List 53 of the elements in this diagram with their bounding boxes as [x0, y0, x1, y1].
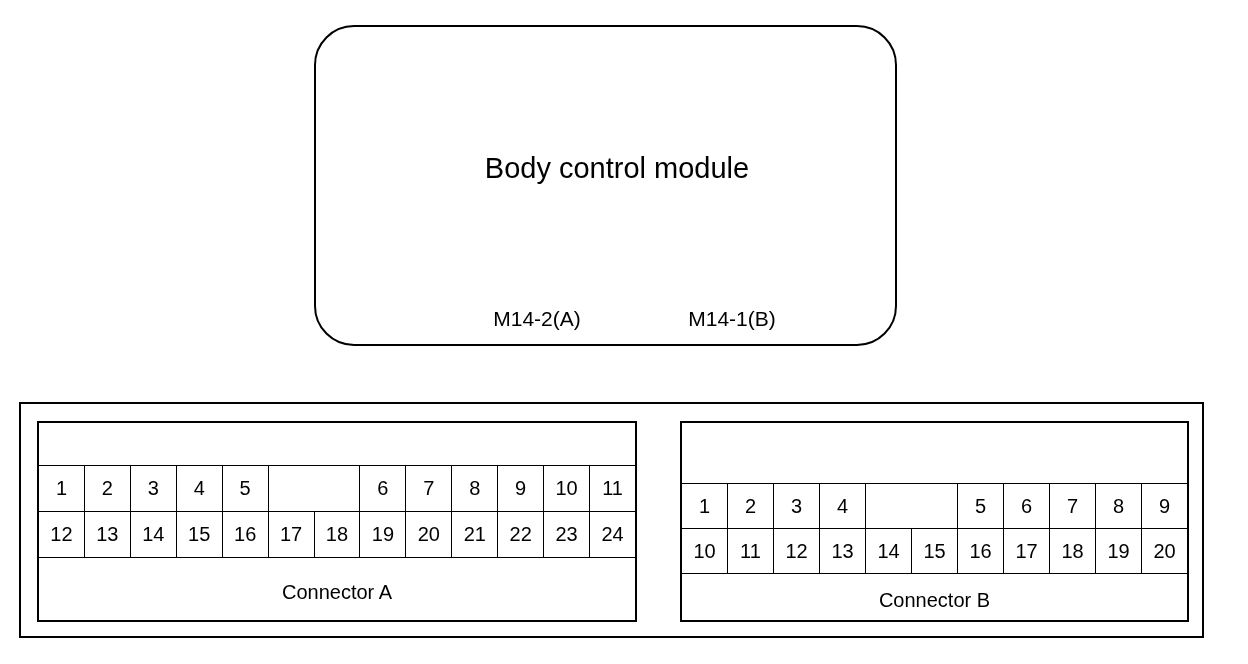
pin-cell: 5 — [222, 466, 268, 511]
connector-box — [37, 421, 637, 622]
pin-cell: 15 — [176, 512, 222, 557]
connector-frame — [19, 402, 1204, 638]
pin-cell: 13 — [820, 529, 865, 573]
pin-cell: 2 — [728, 484, 773, 528]
pin-cell: 22 — [498, 512, 544, 557]
connector-id: M14-1(B) — [688, 307, 776, 331]
pin-cell: 17 — [268, 512, 314, 557]
pin-cell: 18 — [314, 512, 360, 557]
pin-cell: 12 — [774, 529, 819, 573]
pin-cell: 8 — [1096, 484, 1141, 528]
pin-cell: 1 — [682, 484, 727, 528]
pin-cell: 4 — [820, 484, 865, 528]
pin-cell: 16 — [222, 512, 268, 557]
pin-cell: 11 — [728, 529, 773, 573]
pin-cell: 10 — [682, 529, 727, 573]
pin-cell: 14 — [130, 512, 176, 557]
pin-cell: 21 — [452, 512, 498, 557]
pin-cell: 5 — [958, 484, 1003, 528]
pin-cell: 10 — [544, 466, 590, 511]
pin-cell: 6 — [1004, 484, 1049, 528]
pin-cell: 14 — [866, 529, 911, 573]
pin-cell: 3 — [774, 484, 819, 528]
pin-cell: 23 — [544, 512, 590, 557]
pin-cell: 19 — [1096, 529, 1141, 573]
pin-cell: 16 — [958, 529, 1003, 573]
pin-cell: 1 — [39, 466, 84, 511]
module-box — [314, 25, 897, 346]
pin-cell: 13 — [84, 512, 130, 557]
pin-cell: 9 — [1142, 484, 1187, 528]
pin-cell: 4 — [176, 466, 222, 511]
pin-cell: 18 — [1050, 529, 1095, 573]
pin-cell: 7 — [1050, 484, 1095, 528]
connector-label: Connector B — [878, 589, 991, 612]
pin-cell: 7 — [406, 466, 452, 511]
pin-cell: 11 — [590, 466, 635, 511]
connector-id: M14-2(A) — [493, 307, 581, 331]
pin-cell: 9 — [498, 466, 544, 511]
module-name: Body control module — [484, 151, 750, 185]
pin-cell: 15 — [912, 529, 957, 573]
pin-cell: 12 — [39, 512, 84, 557]
pin-cell: 3 — [130, 466, 176, 511]
connector-box — [680, 421, 1189, 622]
connector-label: Connector A — [281, 581, 393, 604]
pin-cell: 6 — [360, 466, 406, 511]
pin-cell: 20 — [406, 512, 452, 557]
pin-cell: 17 — [1004, 529, 1049, 573]
pin-cell: 20 — [1142, 529, 1187, 573]
pin-cell: 19 — [360, 512, 406, 557]
pin-cell: 24 — [590, 512, 635, 557]
pin-cell: 2 — [84, 466, 130, 511]
pin-cell: 8 — [452, 466, 498, 511]
